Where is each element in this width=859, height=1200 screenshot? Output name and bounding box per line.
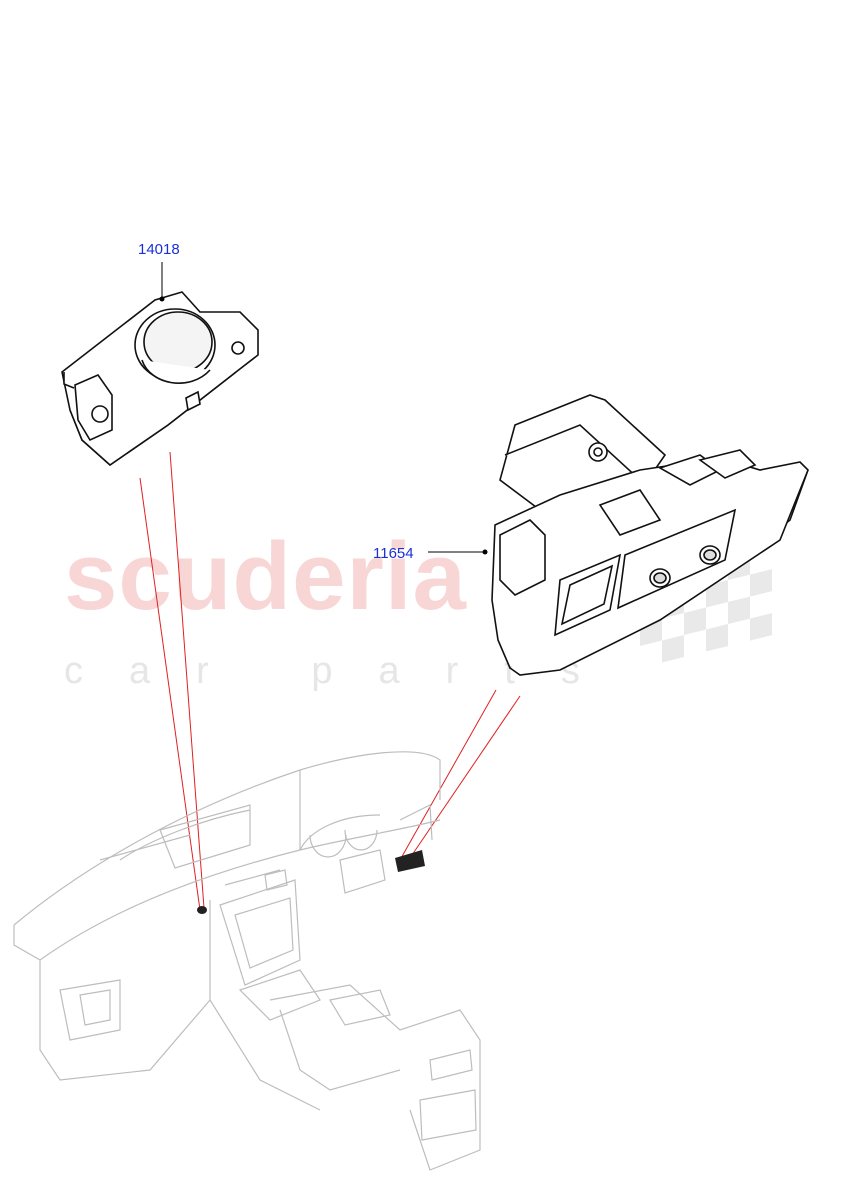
part-11654-illustration bbox=[491, 394, 809, 676]
dashboard-illustration bbox=[13, 751, 481, 1171]
locator-lines bbox=[139, 451, 521, 911]
callout-14018[interactable]: 14018 bbox=[138, 241, 180, 258]
callout-11654[interactable]: 11654 bbox=[373, 545, 414, 562]
leader-dot-14018 bbox=[159, 296, 165, 302]
dashboard-location-markers bbox=[197, 850, 425, 914]
leader-dot-11654 bbox=[482, 549, 488, 555]
part-14018-illustration bbox=[61, 291, 259, 467]
